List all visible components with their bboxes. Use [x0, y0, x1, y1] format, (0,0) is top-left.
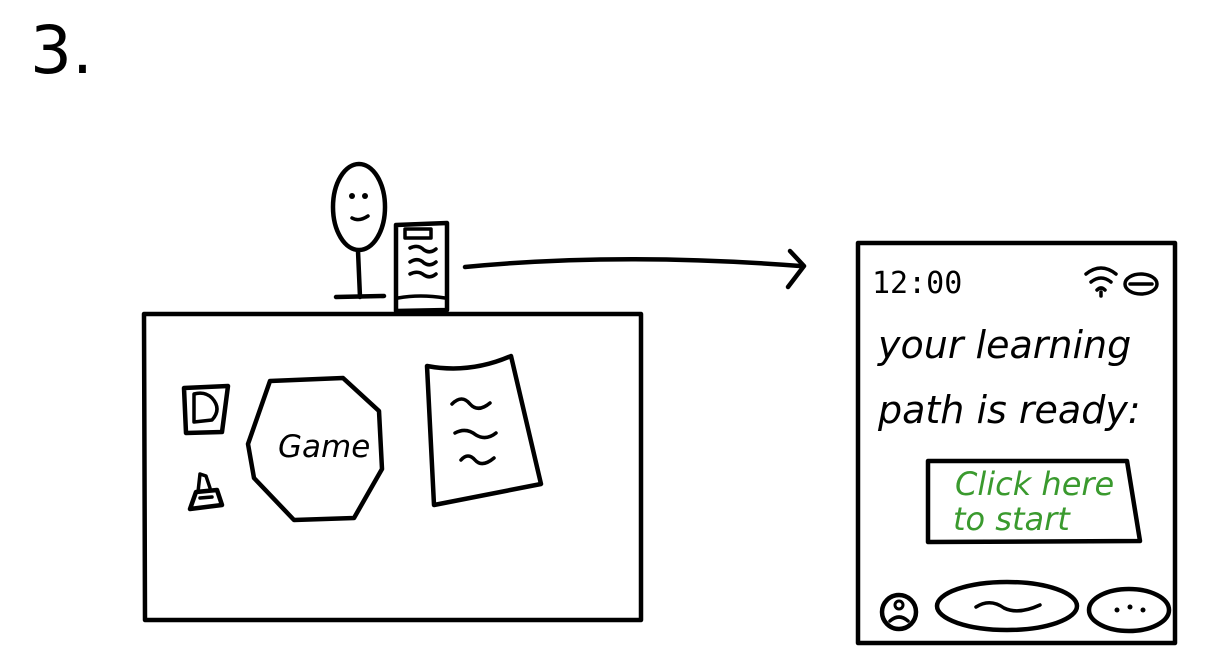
message-line2: path is ready: — [877, 388, 1141, 432]
more-icon[interactable] — [1086, 586, 1172, 634]
stick-figure — [330, 161, 388, 300]
start-button-line2[interactable]: to start — [953, 500, 1071, 538]
paper-sheet-outline — [424, 353, 544, 508]
hat-icon-band — [198, 495, 214, 500]
figure-hands — [333, 293, 387, 300]
paper-line1 — [450, 397, 492, 410]
arrow-shaft — [462, 256, 803, 270]
figure-head — [330, 161, 388, 253]
figure-eye-left — [349, 193, 355, 199]
game-hexagon-outline — [245, 375, 385, 523]
handheld-phone — [393, 220, 450, 314]
table-board: Game — [141, 311, 644, 623]
phone-screen: 12:00 your learning path is ready: Click… — [855, 240, 1178, 646]
figure-mouth — [350, 214, 370, 222]
handheld-phone-bottom — [396, 294, 447, 300]
start-button[interactable]: Click here to start — [925, 458, 1143, 545]
message-line1: your learning — [877, 323, 1131, 367]
document-icon-inner — [192, 391, 219, 424]
arrow-head — [785, 248, 807, 290]
paper-sheet — [424, 353, 544, 508]
document-icon — [181, 383, 231, 436]
handheld-phone-line1 — [408, 244, 438, 254]
table-frame — [141, 311, 644, 623]
game-hexagon: Game — [245, 375, 385, 523]
document-icon-outer — [181, 383, 231, 436]
handheld-phone-line2 — [408, 258, 438, 267]
game-label: Game — [278, 429, 370, 465]
start-button-frame[interactable] — [925, 458, 1143, 545]
handheld-phone-frame — [393, 220, 450, 314]
step-number: 3. — [30, 12, 93, 89]
handheld-phone-notch — [403, 227, 433, 240]
profile-icon[interactable] — [879, 592, 919, 632]
arrow-to-screen — [462, 248, 807, 290]
paper-line3 — [459, 454, 496, 466]
hat-icon-crown — [196, 472, 212, 494]
figure-body — [355, 248, 363, 300]
home-pill-icon[interactable] — [934, 579, 1080, 633]
status-time: 12:00 — [872, 266, 962, 301]
start-button-line1[interactable]: Click here — [955, 465, 1114, 503]
hat-icon-brim — [187, 487, 225, 512]
phone-screen-frame — [855, 240, 1178, 646]
handheld-phone-line3 — [408, 270, 438, 279]
figure-eye-right — [362, 193, 368, 199]
battery-icon — [1123, 272, 1159, 296]
paper-line2 — [453, 428, 498, 440]
hat-icon — [187, 472, 225, 512]
wifi-icon — [1084, 266, 1118, 298]
